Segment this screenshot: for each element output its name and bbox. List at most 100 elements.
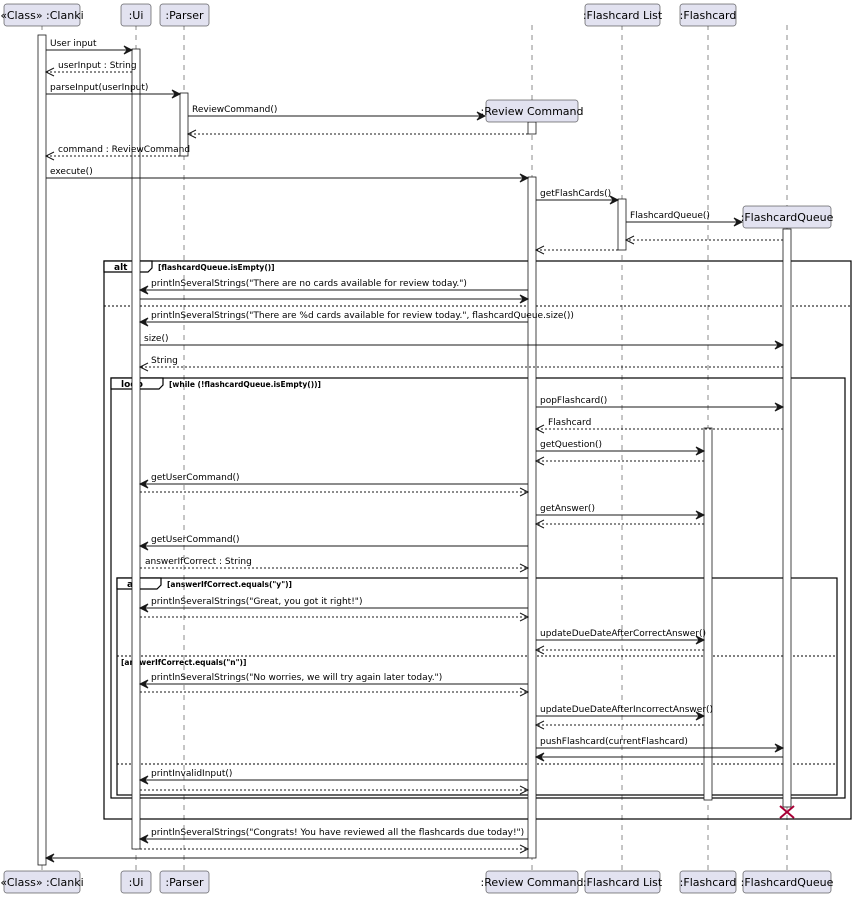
message-15: String bbox=[138, 356, 783, 372]
message-24: getUserCommand() bbox=[138, 535, 528, 551]
arrow-head bbox=[44, 67, 55, 77]
arrow-head bbox=[774, 743, 785, 753]
participant-label: :Review Command bbox=[481, 105, 584, 118]
message-label: popFlashcard() bbox=[540, 396, 607, 406]
message-label: FlashcardQueue() bbox=[630, 211, 710, 221]
participant-parser-head: :Parser bbox=[159, 3, 210, 27]
message-label: getUserCommand() bbox=[151, 473, 240, 483]
arrow-head bbox=[138, 834, 149, 844]
message-33 bbox=[534, 720, 704, 730]
message-27 bbox=[140, 612, 530, 622]
arrow-head bbox=[138, 362, 149, 372]
fragment-alt-inner: alt[answerIfCorrect.equals("y")][answerI… bbox=[116, 577, 838, 796]
participants: «Class» :Clanki«Class» :Clanki:Ui:Ui:Par… bbox=[0, 3, 834, 894]
participant-box bbox=[3, 870, 81, 894]
message-38: printlnSeveralStrings("Congrats! You hav… bbox=[138, 828, 528, 844]
arrow-head bbox=[519, 487, 530, 497]
arrow-head bbox=[138, 679, 149, 689]
message-19 bbox=[534, 456, 704, 466]
message-0: User input bbox=[46, 39, 134, 55]
participant-box bbox=[120, 3, 152, 27]
message-label: printlnSeveralStrings("Great, you got it… bbox=[151, 597, 362, 607]
message-label: Flashcard bbox=[548, 418, 591, 428]
participant-label: «Class» :Clanki bbox=[0, 9, 83, 22]
participant-queue-foot: :FlashcardQueue bbox=[741, 870, 834, 894]
message-label: User input bbox=[50, 39, 97, 49]
message-label: getFlashCards() bbox=[540, 189, 611, 199]
arrow-head bbox=[534, 720, 545, 730]
participant-label: :FlashcardQueue bbox=[741, 211, 834, 224]
participant-label: :Parser bbox=[165, 876, 204, 889]
participant-clanki-head: «Class» :Clanki bbox=[0, 3, 84, 27]
arrow-head bbox=[695, 635, 706, 645]
arrow-head bbox=[534, 752, 545, 762]
message-1: userInput : String bbox=[44, 61, 137, 77]
fragment-frame bbox=[116, 577, 838, 796]
fragment-guard: [answerIfCorrect.equals("y")] bbox=[167, 580, 292, 589]
message-4 bbox=[186, 129, 528, 139]
participant-clanki-foot: «Class» :Clanki bbox=[0, 870, 84, 894]
message-label: pushFlashcard(currentFlashcard) bbox=[540, 737, 688, 747]
arrow-head bbox=[695, 446, 706, 456]
message-label: printlnSeveralStrings("No worries, we wi… bbox=[151, 673, 442, 683]
arrow-head bbox=[138, 775, 149, 785]
message-label: printlnSeveralStrings("There are no card… bbox=[151, 279, 467, 289]
participant-ui-foot: :Ui bbox=[120, 870, 152, 894]
message-3: ReviewCommand() bbox=[188, 105, 487, 121]
participant-review-head: :Review Command bbox=[481, 99, 584, 123]
message-14: size() bbox=[140, 334, 785, 350]
message-label: getUserCommand() bbox=[151, 535, 240, 545]
message-10 bbox=[534, 245, 618, 255]
arrow-head bbox=[476, 111, 487, 121]
participant-review-foot: :Review Command bbox=[481, 870, 584, 894]
message-2: parseInput(userInput) bbox=[46, 83, 182, 99]
arrow-head bbox=[138, 317, 149, 327]
message-11: printlnSeveralStrings("There are no card… bbox=[138, 279, 528, 295]
arrow-head bbox=[519, 844, 530, 854]
messages: User input userInput : String parseInput(u… bbox=[44, 39, 795, 863]
message-13: printlnSeveralStrings("There are %d card… bbox=[138, 311, 574, 327]
message-18: getQuestion() bbox=[536, 440, 706, 456]
message-label: execute() bbox=[50, 167, 93, 177]
message-21 bbox=[140, 487, 530, 497]
activation-list bbox=[617, 198, 627, 251]
message-5: command : ReviewCommand bbox=[44, 145, 190, 161]
participant-box bbox=[485, 99, 579, 123]
message-label: String bbox=[151, 356, 178, 366]
arrow-head bbox=[534, 645, 545, 655]
participant-label: «Class» :Clanki bbox=[0, 876, 83, 889]
fragment-frame bbox=[110, 377, 846, 799]
message-7: getFlashCards() bbox=[536, 189, 620, 205]
arrow-head bbox=[519, 785, 530, 795]
message-31 bbox=[140, 687, 530, 697]
message-label: updateDueDateAfterIncorrectAnswer() bbox=[540, 705, 713, 715]
arrow-head bbox=[534, 424, 545, 434]
arrow-head bbox=[519, 173, 530, 183]
fragment-else-guard: [answerIfCorrect.equals("n")] bbox=[121, 658, 246, 667]
message-6: execute() bbox=[46, 167, 530, 183]
participant-box bbox=[742, 205, 832, 229]
arrow-head bbox=[534, 456, 545, 466]
message-label: updateDueDateAfterCorrectAnswer() bbox=[540, 629, 706, 639]
participant-box bbox=[742, 870, 832, 894]
arrow-head bbox=[695, 711, 706, 721]
arrow-head bbox=[733, 217, 744, 227]
destroy-icon bbox=[779, 805, 795, 819]
activation-ui bbox=[131, 48, 141, 850]
participant-label: :FlashcardQueue bbox=[741, 876, 834, 889]
arrow-head bbox=[774, 402, 785, 412]
participant-list-foot: :Flashcard List bbox=[583, 870, 663, 894]
participant-box bbox=[159, 3, 210, 27]
message-34: pushFlashcard(currentFlashcard) bbox=[536, 737, 785, 753]
activation-review bbox=[527, 176, 537, 859]
participant-queue-head: :FlashcardQueue bbox=[741, 205, 834, 229]
arrow-head bbox=[519, 563, 530, 573]
participant-label: :Flashcard bbox=[680, 876, 737, 889]
participant-box bbox=[679, 3, 737, 27]
participant-flashcard-head: :Flashcard bbox=[679, 3, 737, 27]
arrow-head bbox=[171, 89, 182, 99]
message-17: Flashcard bbox=[534, 418, 783, 434]
participant-label: :Flashcard List bbox=[583, 876, 663, 889]
arrow-head bbox=[44, 151, 55, 161]
message-label: parseInput(userInput) bbox=[50, 83, 148, 93]
